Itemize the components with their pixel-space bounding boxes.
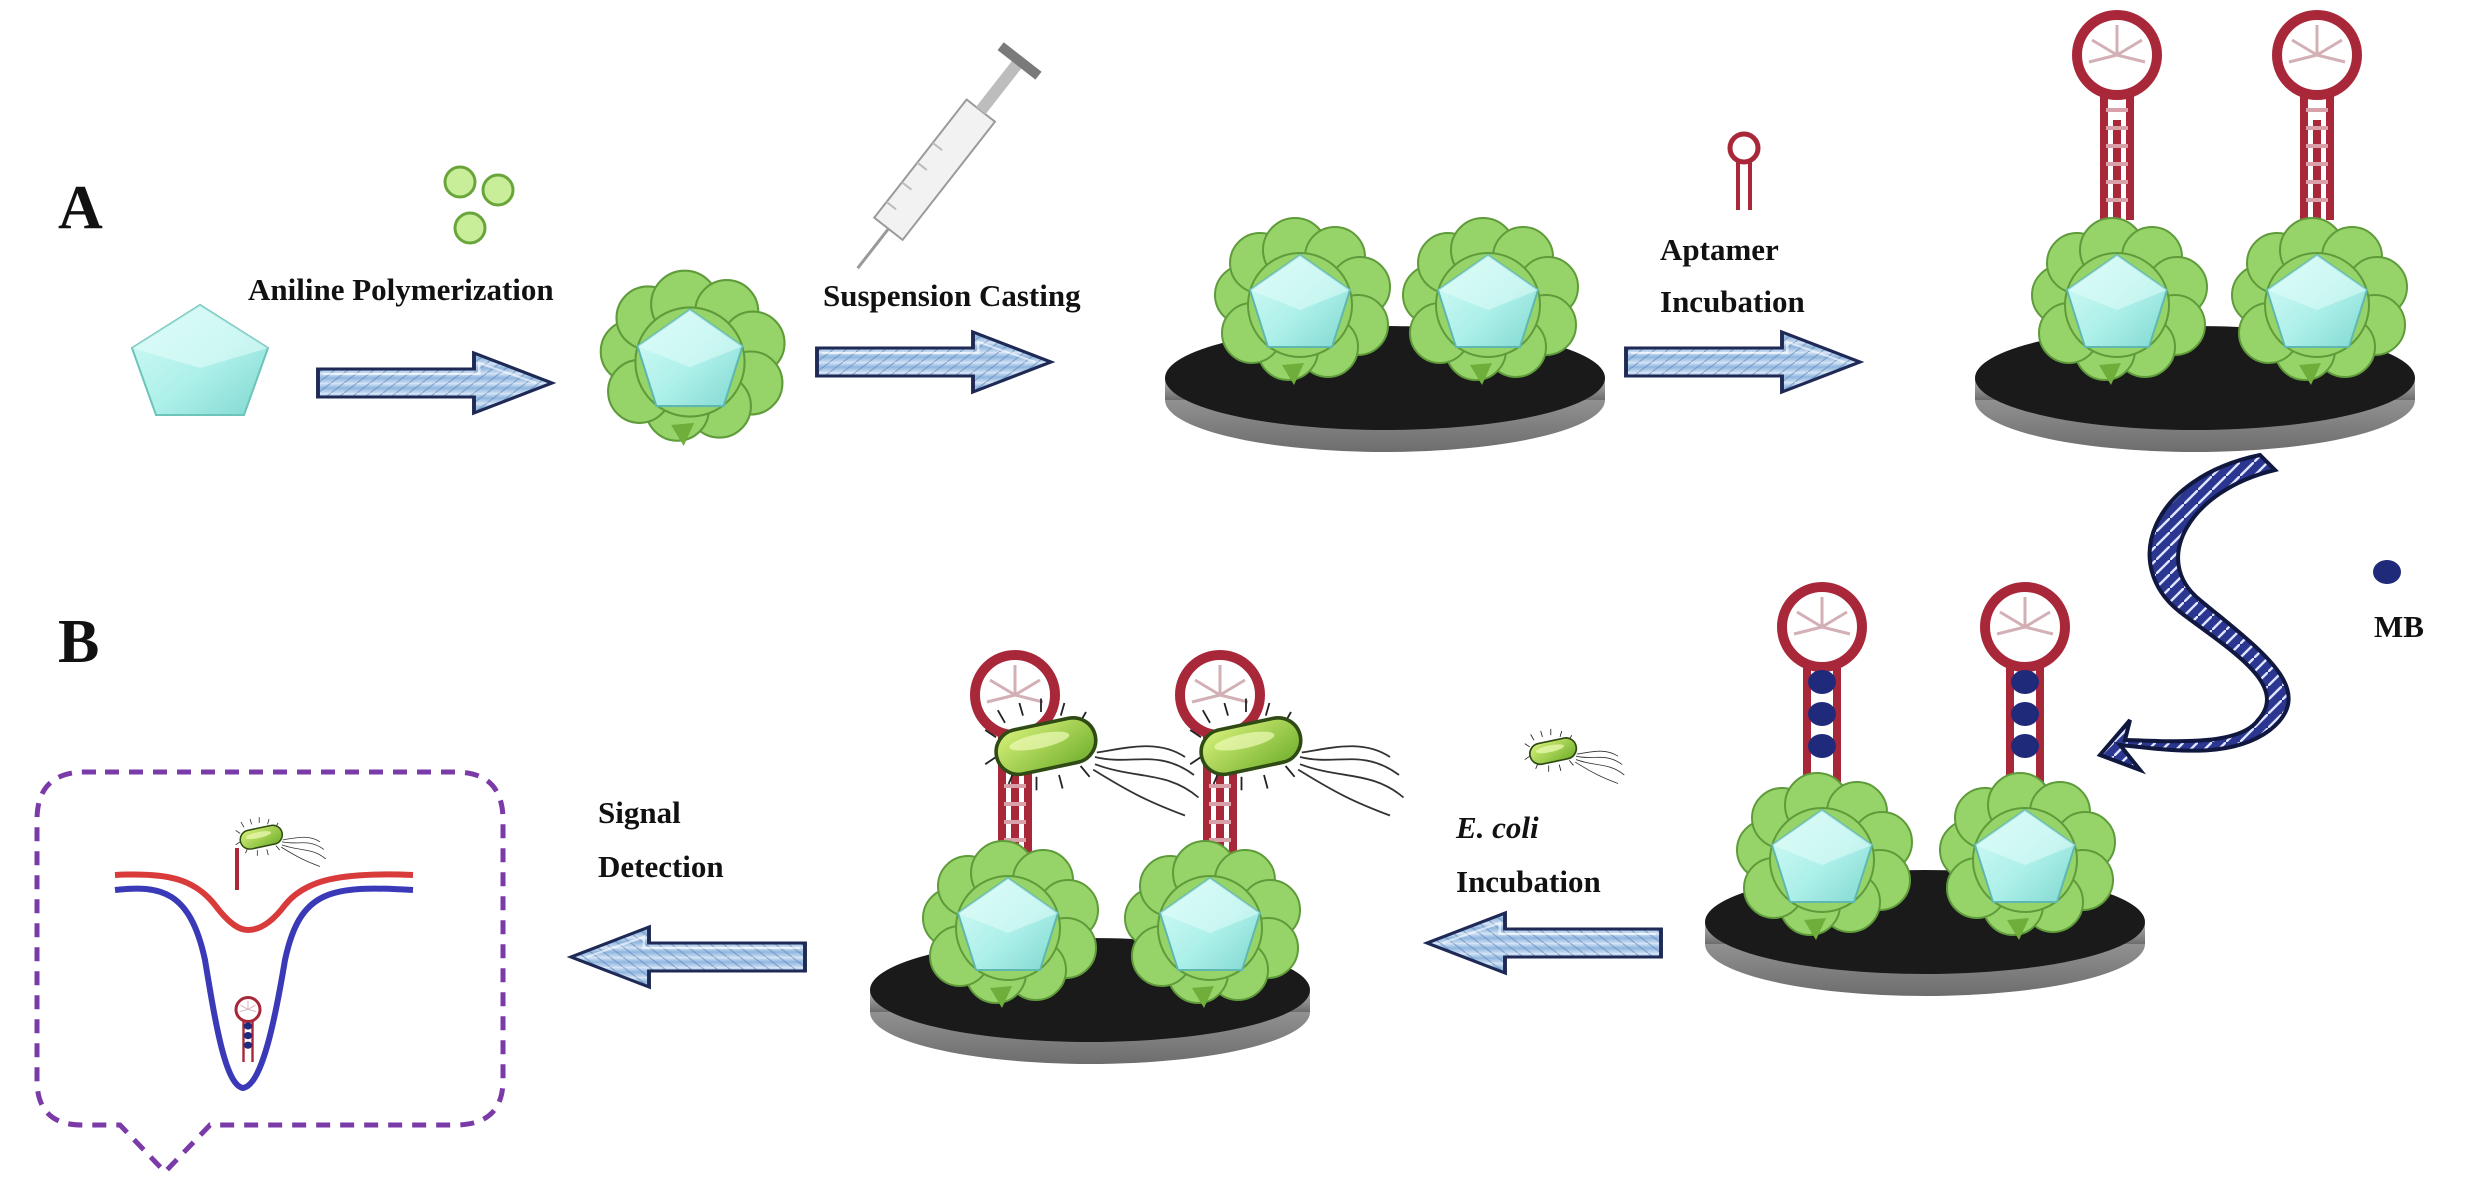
panel-b-letter: B bbox=[58, 608, 99, 676]
step-signal-line1: Signal bbox=[598, 795, 681, 830]
aniline-monomers bbox=[443, 165, 515, 245]
arrow-ecoli bbox=[1425, 911, 1663, 975]
mb-intercalation-arrow bbox=[2096, 452, 2291, 775]
electrode-bacteria-bound bbox=[870, 655, 1406, 1064]
signal-curve-red bbox=[114, 871, 414, 934]
step-signal-line2: Detection bbox=[598, 849, 724, 884]
electrode-pani-modified bbox=[1165, 217, 1605, 452]
aptamer-mb-icon bbox=[234, 995, 262, 1064]
mb-legend-dot bbox=[2373, 560, 2401, 584]
electrode-aptamer-modified bbox=[1975, 15, 2415, 452]
pani-coated-particle bbox=[599, 269, 786, 448]
nanoparticle-core bbox=[130, 303, 270, 416]
bacterium-bound-icon bbox=[234, 816, 327, 890]
syringe-icon bbox=[856, 42, 1042, 270]
panel-a-letter: A bbox=[58, 174, 103, 242]
step-aptamer-line2: Incubation bbox=[1660, 284, 1805, 319]
aptamer-icon bbox=[1727, 131, 1761, 210]
arrow-aptamer bbox=[1624, 330, 1862, 394]
ecoli-icon bbox=[1523, 728, 1626, 785]
arrow-signal bbox=[569, 925, 807, 989]
step-aptamer-line1: Aptamer bbox=[1660, 232, 1779, 267]
signal-curve-blue bbox=[114, 885, 414, 1092]
step-aniline-label: Aniline Polymerization bbox=[248, 272, 554, 307]
arrow-aniline bbox=[316, 351, 554, 415]
arrow-suspension bbox=[815, 330, 1053, 394]
step-ecoli-line1: E. coli bbox=[1455, 810, 1539, 845]
mb-legend-label: MB bbox=[2374, 609, 2424, 644]
step-ecoli-line2: Incubation bbox=[1456, 864, 1601, 899]
electrode-aptamer-mb bbox=[1705, 587, 2145, 996]
step-suspension-label: Suspension Casting bbox=[823, 278, 1081, 313]
